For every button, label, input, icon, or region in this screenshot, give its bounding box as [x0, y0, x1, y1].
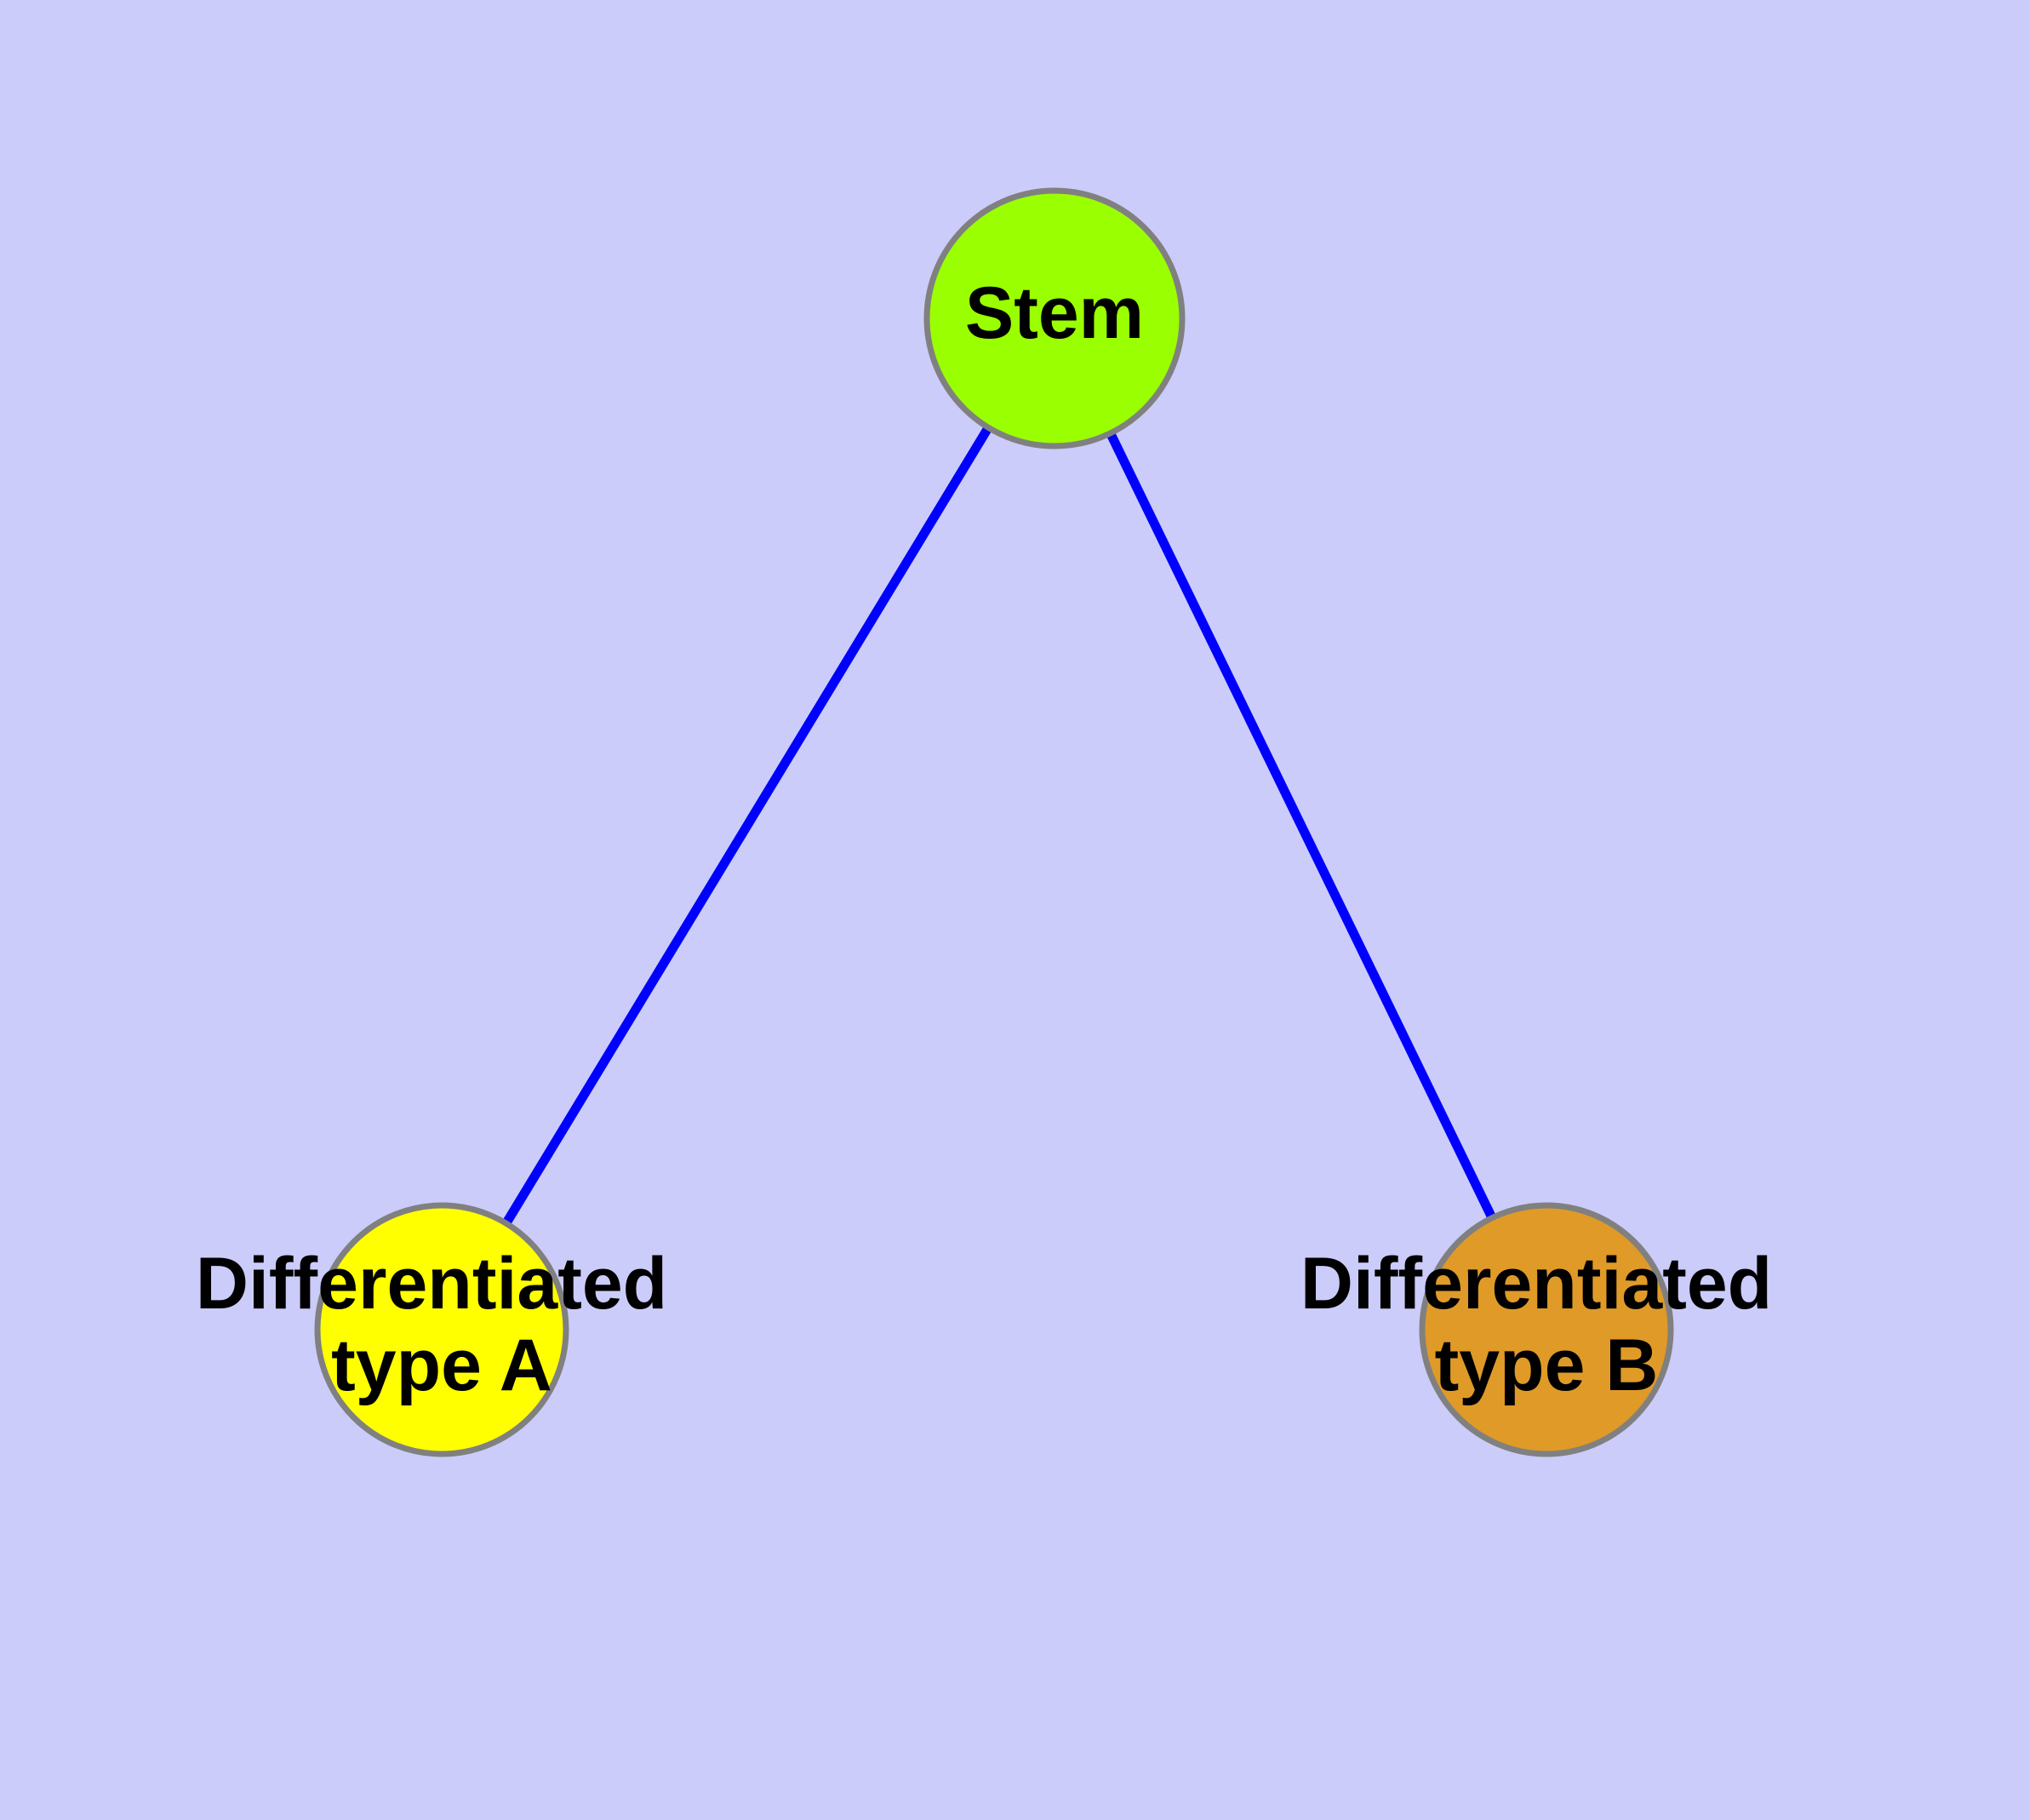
node-diff-a-label-line1: Differentiated [196, 1243, 667, 1325]
node-diff-b[interactable] [1419, 1202, 1674, 1457]
node-diff-b-circle[interactable] [1419, 1202, 1674, 1457]
node-stem-label-line1: Stem [965, 272, 1144, 354]
label-layer: Stem Differentiated type A Differentiate… [196, 272, 1792, 1406]
node-diff-a-circle[interactable] [314, 1202, 569, 1457]
node-stem-label: Stem [965, 272, 1144, 354]
edge-stem-to-diff-a[interactable] [437, 316, 1059, 1332]
edge-layer [437, 316, 1551, 1332]
node-stem-circle[interactable] [923, 187, 1186, 449]
node-diff-b-label-line1: Differentiated [1300, 1243, 1772, 1325]
node-diff-b-label: Differentiated type B [1300, 1243, 1792, 1406]
node-stem[interactable] [923, 187, 1186, 449]
node-diff-a-label-line2: type A [331, 1325, 552, 1406]
node-diff-a[interactable] [314, 1202, 569, 1457]
node-diff-b-label-line2: type B [1435, 1325, 1659, 1406]
node-layer [314, 187, 1674, 1457]
node-diff-a-label: Differentiated type A [196, 1243, 688, 1406]
edge-stem-to-diff-b[interactable] [1050, 316, 1551, 1332]
